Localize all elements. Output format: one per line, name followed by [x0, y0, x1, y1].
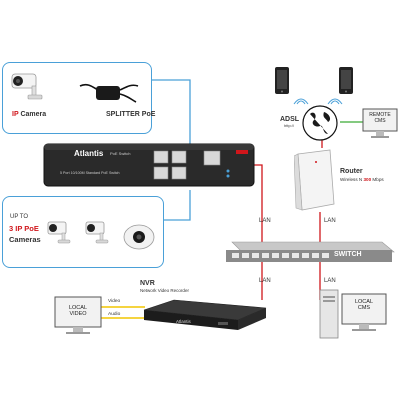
router-sub: Wireless N 300 Mbps: [340, 177, 384, 182]
wifi-left-icon: [293, 98, 309, 105]
poe-splitter-icon: [79, 83, 139, 103]
poe-camera-1-icon: [47, 221, 71, 244]
ip-camera-icon: [11, 73, 43, 100]
lan-label-bottom-right: LAN: [324, 278, 336, 284]
adsl-label: ADSL: [280, 116, 300, 123]
local-cms-line1: LOCAL: [354, 299, 374, 305]
up-to-label: UP TO: [10, 214, 29, 220]
blue-link-bottom: [152, 190, 191, 221]
smartphone-right-icon: [339, 67, 353, 94]
router-label: Router: [340, 168, 363, 175]
wifi-right-icon: [327, 98, 343, 105]
nvr-subtitle: Network Video Recorder: [140, 288, 189, 293]
lan-label-top-right: LAN: [324, 218, 336, 224]
local-video-line1: LOCAL: [68, 305, 88, 311]
globe-icon: [302, 105, 338, 141]
remote-cms-monitor: [362, 108, 398, 138]
smartphone-left-icon: [275, 67, 289, 94]
local-video-label: LOCAL VIDEO: [55, 305, 101, 317]
nvr-device: [143, 299, 267, 330]
poe-camera-2-icon: [85, 221, 109, 244]
local-cms-label: LOCAL CMS: [343, 299, 385, 311]
remote-cms-line1: REMOTE: [369, 112, 391, 118]
blue-link-top: [152, 79, 191, 150]
splitter-label: SPLITTER PoE: [106, 111, 156, 118]
switch-bar-label: SWITCH: [334, 251, 362, 258]
switch-subtitle: 5 Port 10/100M Standard PoE Switch: [60, 171, 120, 175]
poe-count-label: 3 IP PoE: [9, 224, 39, 233]
nvr-brand: Atlantis: [176, 319, 191, 324]
audio-signal-label: Audio: [108, 312, 121, 317]
local-video-line2: VIDEO: [69, 311, 87, 318]
local-video-monitor: [54, 296, 102, 334]
nvr-title: NVR: [140, 280, 155, 287]
video-signal-label: Video: [108, 299, 121, 304]
adsl-sub: http://: [284, 123, 295, 128]
ip-camera-label: IP Camera: [12, 111, 47, 118]
lan-label-top-left: LAN: [259, 218, 271, 224]
cameras-label: Cameras: [9, 235, 41, 244]
network-switch: [226, 241, 395, 262]
switch-brand: Atlantis: [74, 149, 104, 158]
lan-label-bottom-left: LAN: [259, 278, 271, 284]
poe-switch-device: [43, 143, 255, 187]
remote-cms-line2: CMS: [374, 117, 386, 124]
switch-model-tag: PoE Switch: [110, 151, 131, 156]
router-device: [294, 149, 335, 211]
remote-cms-label: REMOTE CMS: [363, 112, 397, 124]
local-cms-line2: CMS: [357, 305, 371, 312]
local-cms-computer: [319, 289, 387, 339]
dome-camera-icon: [123, 224, 155, 250]
